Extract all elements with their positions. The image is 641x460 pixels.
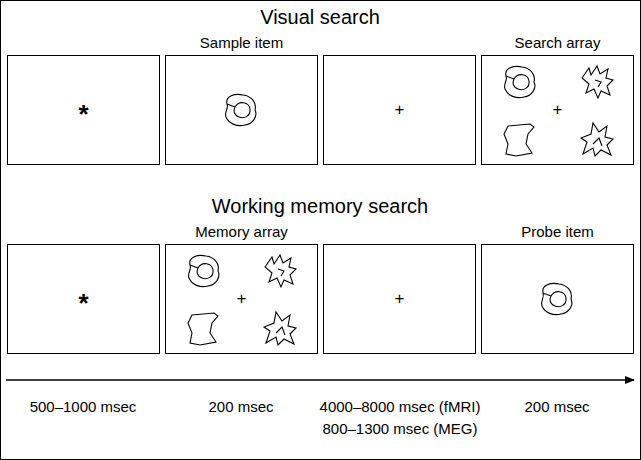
shape bbox=[582, 66, 613, 98]
shape bbox=[505, 66, 535, 97]
frame-content: + bbox=[166, 245, 317, 353]
frame-heading: Memory array bbox=[166, 223, 317, 240]
shape bbox=[581, 123, 613, 156]
frame-content bbox=[166, 56, 317, 164]
shape bbox=[189, 255, 219, 286]
fixation-cross: + bbox=[395, 100, 405, 120]
frame-content: + bbox=[324, 245, 475, 353]
frame-heading: Probe item bbox=[482, 223, 633, 240]
screen-frame: * bbox=[7, 244, 160, 354]
time-label: 500–1000 msec bbox=[30, 398, 137, 415]
fixation-cross: + bbox=[553, 100, 563, 120]
screen-frame: Search array+ bbox=[481, 55, 634, 165]
shape bbox=[188, 313, 218, 345]
cue-symbol: * bbox=[78, 101, 88, 127]
fixation-cross: + bbox=[395, 289, 405, 309]
screen-frame: Memory array+ bbox=[165, 244, 318, 354]
shape bbox=[542, 283, 572, 314]
time-label: 200 msec bbox=[208, 398, 273, 415]
shape bbox=[504, 124, 534, 156]
screen-frame: Probe item bbox=[481, 244, 634, 354]
frame-content: * bbox=[8, 56, 159, 164]
screen-frame: + bbox=[323, 244, 476, 354]
frame-content: + bbox=[324, 56, 475, 164]
section-title: Visual search bbox=[260, 6, 380, 29]
frame-content: + bbox=[482, 56, 633, 164]
cue-symbol: * bbox=[78, 290, 88, 316]
time-label: 800–1300 msec (MEG) bbox=[322, 420, 477, 437]
frame-content bbox=[482, 245, 633, 353]
time-label: 200 msec bbox=[524, 398, 589, 415]
shape bbox=[226, 94, 256, 125]
frame-heading: Search array bbox=[482, 34, 633, 51]
screen-frame: + bbox=[323, 55, 476, 165]
screen-frame: * bbox=[7, 55, 160, 165]
time-label: 4000–8000 msec (fMRI) bbox=[320, 398, 481, 415]
shape bbox=[264, 312, 296, 345]
frame-content: * bbox=[8, 245, 159, 353]
screen-frame: Sample item bbox=[165, 55, 318, 165]
section-title: Working memory search bbox=[212, 195, 428, 218]
time-arrow bbox=[6, 379, 634, 380]
shape bbox=[265, 255, 296, 287]
frame-heading: Sample item bbox=[166, 34, 317, 51]
fixation-cross: + bbox=[237, 289, 247, 309]
